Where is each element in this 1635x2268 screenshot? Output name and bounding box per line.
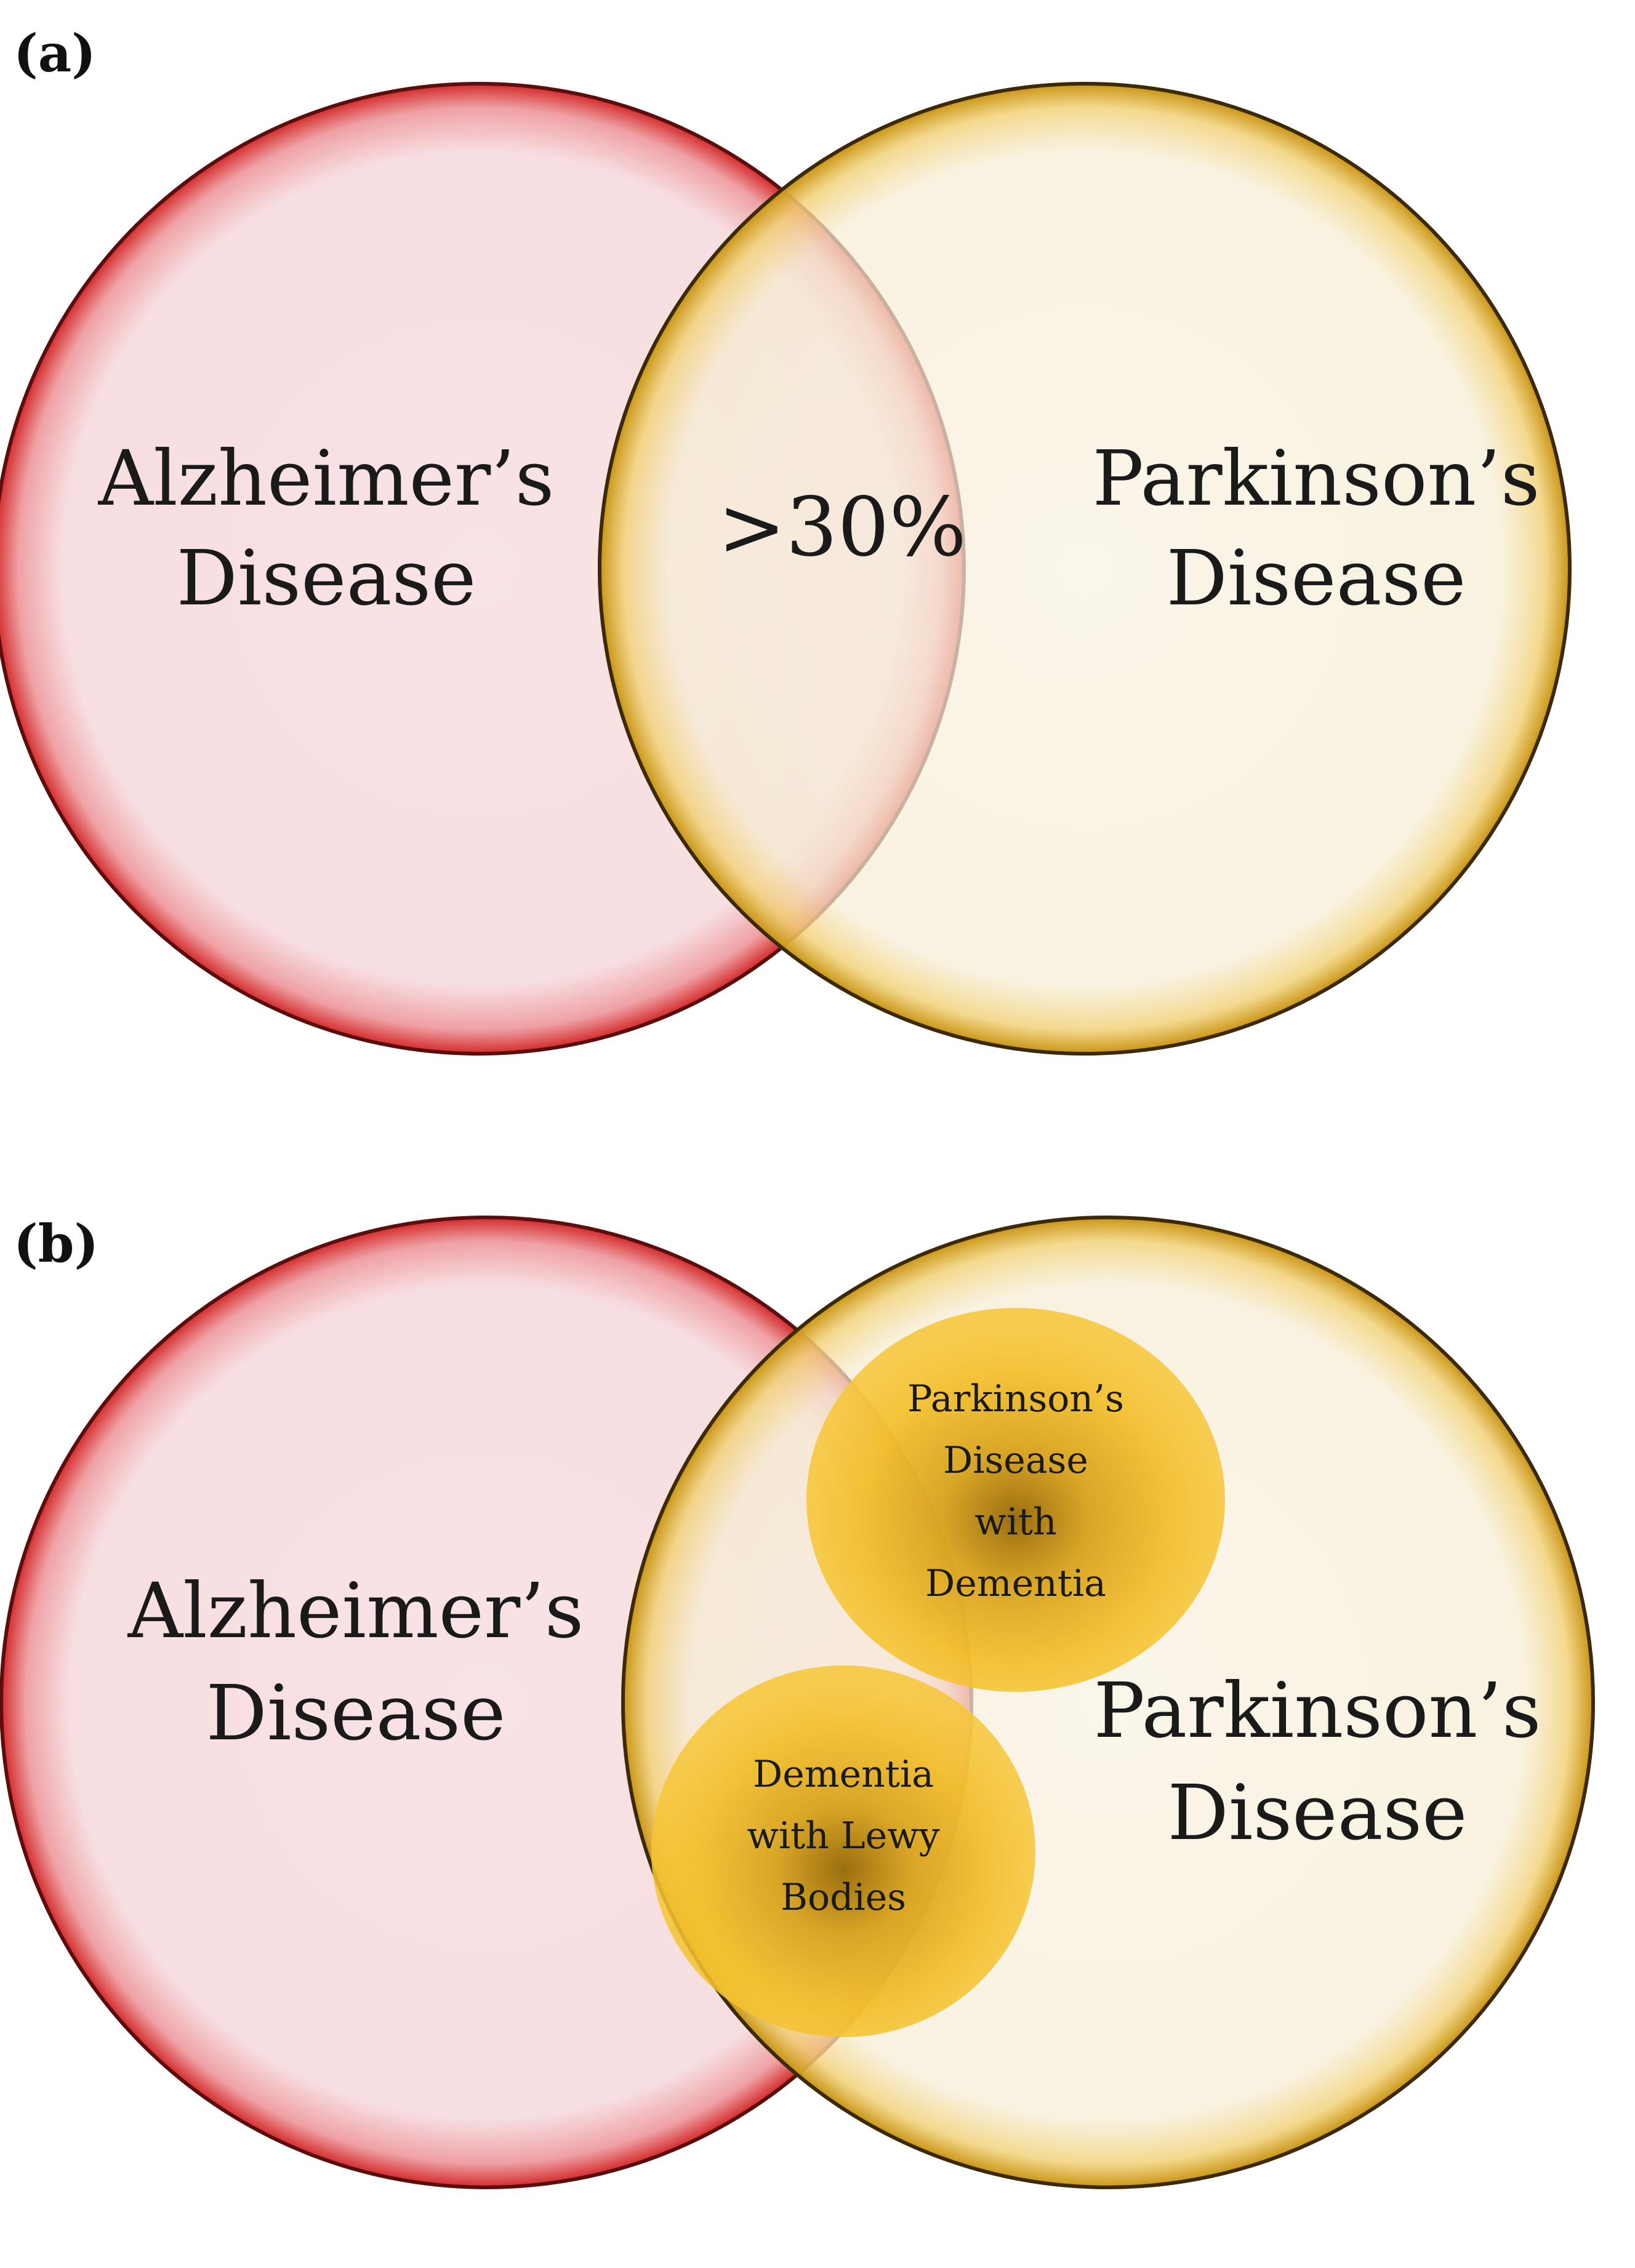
alzheimers-label-line1: Alzheimer’s xyxy=(98,435,555,523)
overlap-percentage: >30% xyxy=(718,480,966,575)
panel-a-label: (a) xyxy=(14,23,96,84)
parkinsons-label-line2: Disease xyxy=(1167,1769,1467,1857)
pdd-label-line1: Parkinson’s xyxy=(907,1377,1124,1421)
pdd-label-line4: Dementia xyxy=(925,1562,1106,1605)
parkinsons-label-line1: Parkinson’s xyxy=(1093,435,1540,523)
dlb-label-line3: Bodies xyxy=(781,1876,906,1919)
alzheimers-label-line2: Disease xyxy=(206,1669,505,1758)
parkinsons-label-line1: Parkinson’s xyxy=(1094,1667,1541,1755)
dlb-label-line2: with Lewy xyxy=(747,1814,940,1857)
pdd-label-line2: Disease xyxy=(943,1439,1088,1482)
parkinsons-with-dementia-circle xyxy=(806,1308,1225,1692)
dlb-label-line1: Dementia xyxy=(753,1753,934,1796)
parkinsons-label-line2: Disease xyxy=(1166,534,1466,623)
alzheimers-label-line2: Disease xyxy=(176,534,476,623)
panel-b: (b) Alzheimer’s Disease Parkinson’s Dise… xyxy=(0,1213,1595,2189)
panel-a: (a) Alzheimer’s Disease >30% Parkinson’s… xyxy=(0,23,1572,1056)
panel-b-label: (b) xyxy=(14,1213,98,1274)
alzheimers-label-line1: Alzheimer’s xyxy=(127,1567,584,1656)
lewy-bodies-circle xyxy=(651,1665,1035,2037)
parkinsons-circle xyxy=(598,82,1572,1056)
pdd-label-line3: with xyxy=(974,1501,1056,1544)
